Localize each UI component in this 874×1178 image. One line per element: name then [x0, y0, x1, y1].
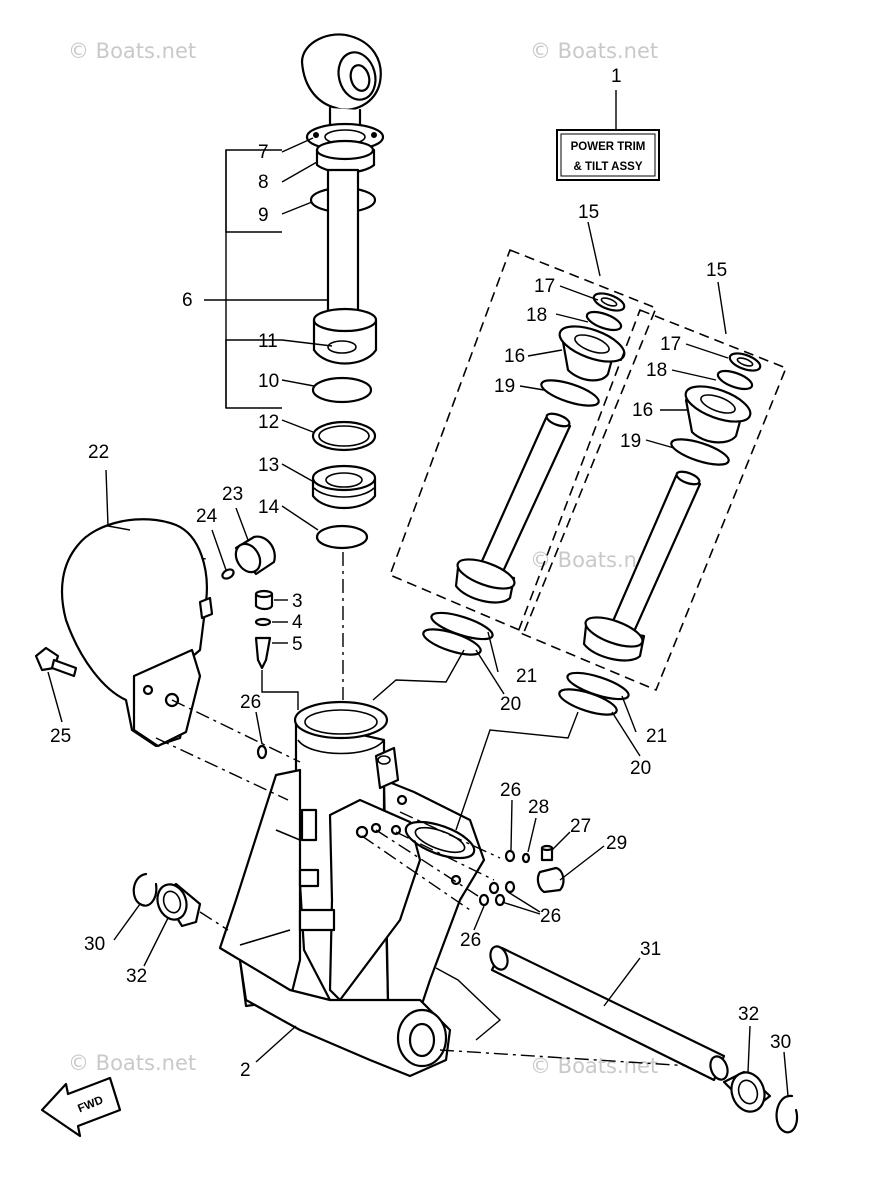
callout-7: 7	[258, 142, 269, 163]
callout-28: 28	[528, 797, 549, 818]
plug-and-pins	[521, 844, 565, 894]
callout-15-right: 15	[706, 260, 727, 281]
callout-26-lower: 26	[460, 930, 481, 951]
tilt-shaft	[489, 945, 729, 1082]
callout-15-left: 15	[578, 202, 599, 223]
callout-14: 14	[258, 497, 280, 518]
callout-8: 8	[258, 172, 269, 193]
bolt	[34, 646, 78, 678]
trim-cylinder-kit-left	[388, 248, 658, 634]
callout-2: 2	[240, 1060, 251, 1081]
group-bracket	[204, 137, 333, 531]
callout-11: 11	[258, 331, 278, 352]
watermark-bottom-left: © Boats.net	[68, 1051, 196, 1075]
callout-4: 4	[292, 612, 303, 633]
callout-13: 13	[258, 455, 279, 476]
callout-6: 6	[182, 290, 193, 311]
callout-24: 24	[196, 506, 218, 527]
callout-32-left: 32	[126, 966, 147, 987]
callout-16-left: 16	[504, 346, 525, 367]
callout-26-right: 26	[540, 906, 561, 927]
assembly-centerlines	[155, 649, 723, 1069]
seal-rings	[422, 611, 630, 716]
tilt-rod-assembly	[300, 33, 385, 700]
forward-arrow-icon: FWD	[40, 1076, 122, 1138]
assembly-label-line1: POWER TRIM	[571, 141, 646, 153]
callout-1: 1	[611, 66, 622, 87]
callout-19-right: 19	[620, 431, 641, 452]
callout-25: 25	[50, 726, 71, 747]
callout-27: 27	[570, 816, 591, 837]
callout-29: 29	[606, 833, 627, 854]
callout-20-left: 20	[500, 694, 521, 715]
callout-21-left: 21	[516, 666, 537, 687]
trim-cylinder-kit-right	[516, 308, 788, 692]
bushing-and-pin	[221, 535, 276, 580]
callout-12: 12	[258, 412, 279, 433]
callout-10: 10	[258, 371, 279, 392]
callout-18-right: 18	[646, 360, 667, 381]
callout-3: 3	[292, 591, 303, 612]
valve-parts	[254, 589, 299, 710]
watermark-top-left: © Boats.net	[68, 39, 196, 63]
shaft-bushings-and-clips	[132, 872, 799, 1134]
callout-26-upper: 26	[500, 780, 521, 801]
callout-21-right: 21	[646, 726, 667, 747]
watermark-bottom-right: © Boats.net	[530, 1054, 658, 1078]
callout-22: 22	[88, 442, 109, 463]
callout-26-housing: 26	[240, 692, 261, 713]
callout-31: 31	[640, 939, 661, 960]
callout-labels: 1 2 3 4 5 6 7 8 9 10 11 12 13 14 15 15 1…	[50, 66, 791, 1081]
callout-18-left: 18	[526, 305, 547, 326]
callout-5: 5	[292, 634, 303, 655]
callout-17-right: 17	[660, 334, 681, 355]
callout-19-left: 19	[494, 376, 515, 397]
callout-23: 23	[222, 484, 243, 505]
callout-30-right: 30	[770, 1032, 791, 1053]
callout-16-right: 16	[632, 400, 653, 421]
callout-17-left: 17	[534, 276, 555, 297]
callout-32-right: 32	[738, 1004, 759, 1025]
callout-20-right: 20	[630, 758, 651, 779]
callout-9: 9	[258, 205, 269, 226]
main-housing	[218, 700, 486, 1078]
assembly-label-box: POWER TRIM & TILT ASSY	[556, 90, 660, 181]
watermark-top-right: © Boats.net	[530, 39, 658, 63]
callout-30-left: 30	[84, 934, 105, 955]
side-cover-plate	[60, 518, 214, 748]
callout-leaders	[47, 221, 789, 1097]
small-o-rings	[256, 744, 516, 907]
assembly-label-line2: & TILT ASSY	[574, 161, 643, 173]
